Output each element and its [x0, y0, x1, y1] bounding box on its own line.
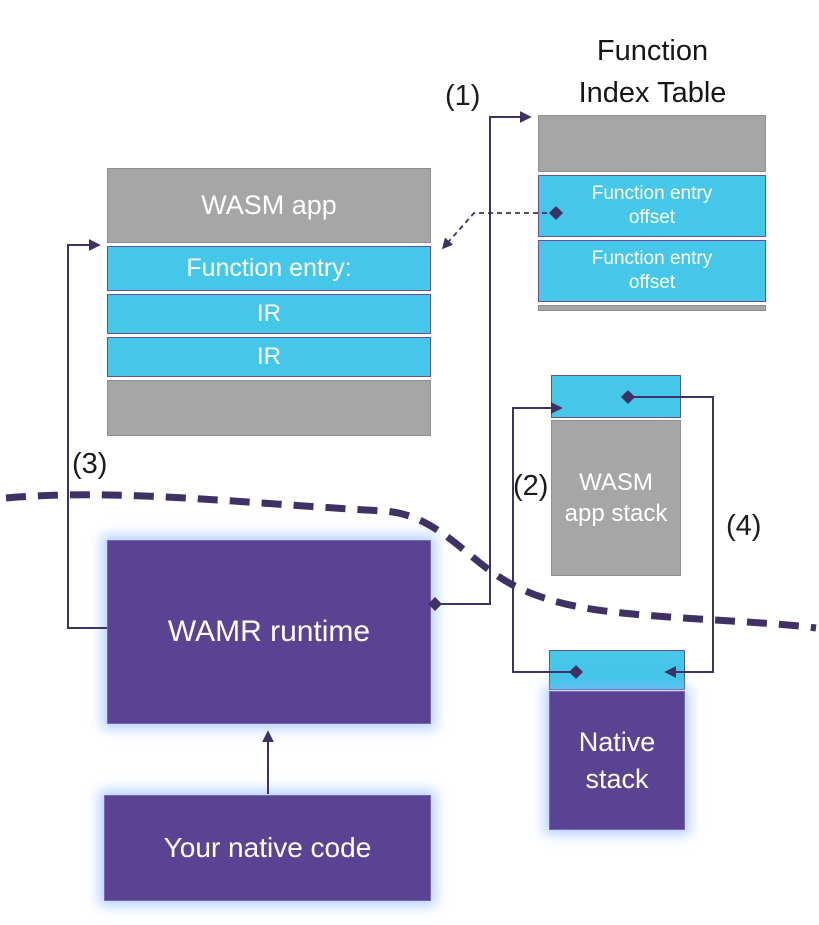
wasm-app-footer-gray-block: [107, 380, 431, 436]
wasm-app-stack: WASM app stack: [551, 375, 681, 576]
function-index-table-top-gray-block: [538, 115, 766, 172]
function-entry-offset-label-line1: Function entry: [591, 183, 713, 204]
wasm-app-header: WASM app: [107, 168, 431, 243]
connector-step3: [67, 239, 107, 629]
function-entry-offset-label-line1: Function entry: [591, 248, 713, 269]
wasm-app-ir-row-2: IR: [107, 337, 431, 377]
wamr-runtime-box: WAMR runtime: [107, 540, 431, 724]
wasm-app-stack-label-line1: WASM: [579, 469, 653, 496]
function-index-table-title: Function Index Table: [530, 30, 775, 114]
connector-step1: [435, 111, 532, 605]
native-stack: Native stack: [549, 650, 685, 830]
function-index-table-row-1: Function entry offset: [538, 175, 766, 237]
function-index-table-title-line2: Index Table: [578, 77, 727, 109]
native-stack-label-line2: stack: [585, 763, 649, 794]
wasm-app-stack-top-bar: [551, 375, 681, 418]
native-stack-label-line1: Native: [578, 726, 656, 757]
wasm-app-ir-row-1: IR: [107, 294, 431, 334]
function-index-table-bottom-gray-strip: [538, 305, 766, 311]
function-index-table-title-line1: Function: [596, 35, 709, 67]
function-index-table-row-2: Function entry offset: [538, 240, 766, 302]
function-entry-offset-label-line2: offset: [628, 272, 676, 293]
wasm-app-function-entry-row: Function entry:: [107, 246, 431, 291]
step-label-1: (1): [445, 80, 481, 112]
function-index-table: Function entry offset Function entry off…: [538, 115, 766, 311]
native-stack-top-bar: [549, 650, 685, 690]
wasm-app-stack-body: WASM app stack: [551, 420, 681, 576]
native-stack-body: Native stack: [549, 691, 685, 830]
function-entry-offset-label-line2: offset: [628, 207, 676, 228]
step-label-4: (4): [726, 510, 762, 542]
your-native-code-box: Your native code: [104, 795, 431, 901]
step-label-2: (2): [513, 470, 549, 502]
step-label-3: (3): [72, 448, 108, 480]
wasm-app-stack-label-line2: app stack: [564, 500, 668, 527]
wasm-app-module: WASM app Function entry: IR IR: [107, 168, 431, 436]
